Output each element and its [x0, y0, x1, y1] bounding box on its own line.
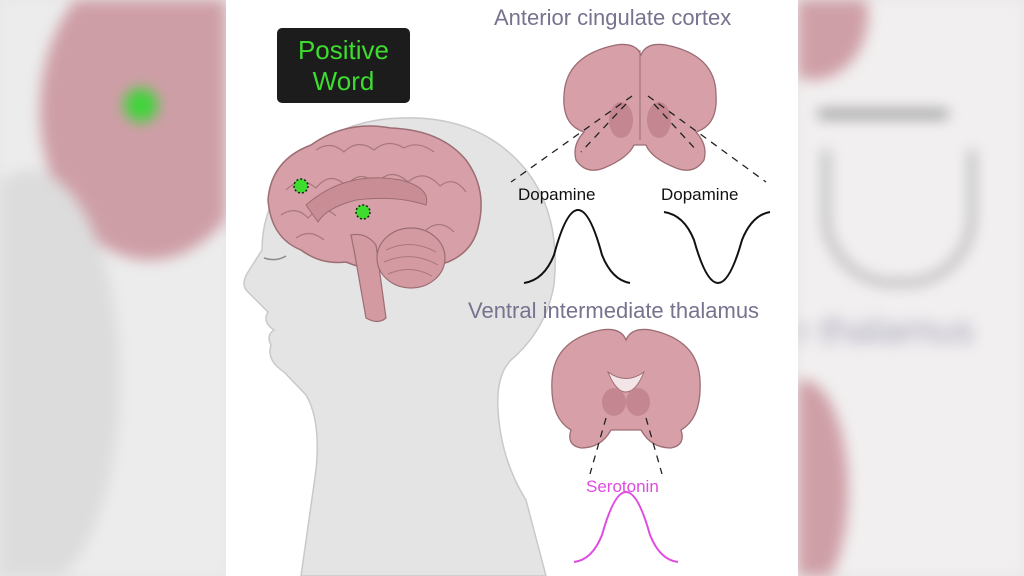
acc-right-ventricle — [647, 102, 671, 138]
blurred-brain-top — [798, 0, 868, 80]
figure-illustration — [243, 43, 771, 576]
serotonin-peak-curve — [573, 490, 679, 563]
blurred-green-dot — [124, 88, 158, 122]
acc-guide-lines — [510, 95, 767, 183]
blurred-brain-bottom — [798, 380, 848, 576]
acc-left-ventricle — [609, 102, 633, 138]
corpus-callosum — [305, 177, 428, 223]
cerebellum-folia — [383, 244, 439, 277]
serotonin-label: Serotonin — [586, 477, 659, 496]
blurred-curve-line — [818, 110, 948, 118]
right-blurred-backdrop: e thalamus — [798, 0, 1024, 576]
left-blurred-backdrop — [0, 0, 226, 576]
positive-word-cue-box: Positive Word — [277, 28, 410, 103]
dopamine-dip-curve — [663, 211, 771, 285]
acc-title: Anterior cingulate cortex — [494, 5, 732, 30]
thalamus-right-nucleus — [626, 388, 650, 416]
cortex-activation-dot — [293, 178, 309, 194]
thalamus-ventricle — [606, 370, 646, 393]
dopamine-right-label: Dopamine — [661, 185, 739, 204]
figure-panel: Positive Word Anterior cingulate cortex … — [226, 0, 798, 576]
dopamine-left-label: Dopamine — [518, 185, 596, 204]
thalamus-left-nucleus — [602, 388, 626, 416]
cerebellum — [376, 227, 446, 289]
cue-line-2: Word — [312, 65, 375, 96]
thalamus-activation-dot — [355, 204, 371, 220]
thalamus-guide-lines — [589, 417, 663, 475]
dopamine-peak-curve — [523, 208, 631, 284]
blurred-thalamus-text: e thalamus — [798, 310, 974, 352]
blurred-valley-curve — [823, 150, 975, 286]
cue-line-1: Positive — [297, 34, 390, 65]
thalamus-title: Ventral intermediate thalamus — [468, 298, 760, 323]
closed-eye — [263, 255, 287, 261]
